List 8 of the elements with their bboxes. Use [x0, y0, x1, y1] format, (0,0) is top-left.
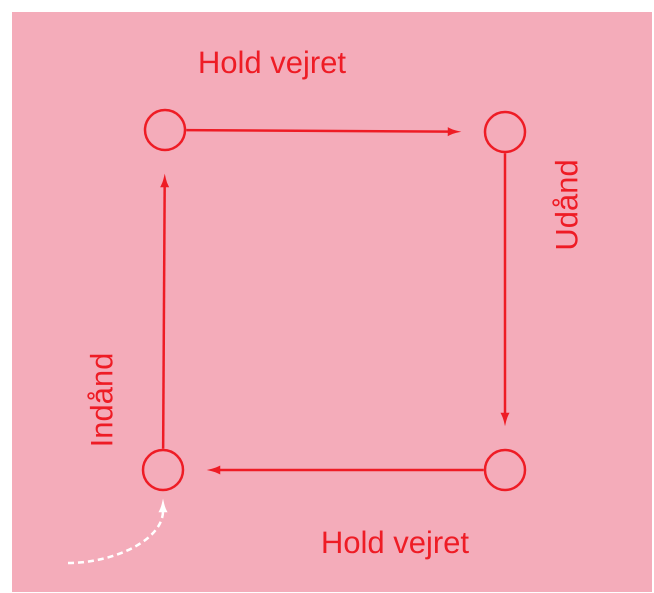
- edge-label: Hold vejret: [200, 50, 346, 80]
- circle-node: [484, 448, 526, 492]
- circle-node: [142, 448, 184, 492]
- circle-node: [144, 108, 186, 152]
- edge-label: Hold vejret: [323, 530, 469, 560]
- edge-label: Indånd: [87, 354, 113, 445]
- edge-label: Udånd: [552, 161, 578, 248]
- circle-node: [484, 110, 526, 154]
